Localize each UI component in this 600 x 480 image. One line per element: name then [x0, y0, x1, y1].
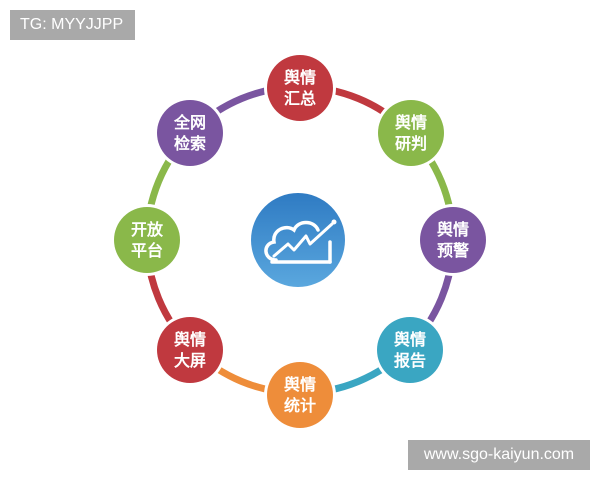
watermark-top: TG: MYYJJPP: [10, 10, 135, 40]
node-label-line1: 舆情: [394, 113, 427, 132]
node-opinion-stats[interactable]: 舆情 统计: [267, 362, 333, 428]
node-label-line2: 大屏: [173, 351, 206, 370]
node-label-line2: 统计: [283, 396, 316, 415]
node-opinion-judge[interactable]: 舆情 研判: [378, 100, 444, 166]
node-label-line1: 舆情: [283, 68, 316, 87]
node-opinion-report[interactable]: 舆情 报告: [377, 317, 443, 383]
node-opinion-summary[interactable]: 舆情 汇总: [267, 55, 333, 121]
watermark-bottom: www.sgo-kaiyun.com: [408, 440, 590, 470]
node-label-line2: 报告: [393, 351, 426, 370]
node-label-line2: 平台: [130, 241, 163, 260]
node-label-line1: 开放: [130, 220, 163, 239]
node-label-line1: 舆情: [283, 375, 316, 394]
node-open-platform[interactable]: 开放 平台: [114, 207, 180, 273]
node-label-line2: 研判: [394, 134, 427, 153]
node-full-web-search[interactable]: 全网 检索: [157, 100, 223, 166]
node-label-line2: 预警: [436, 241, 469, 260]
node-label-line1: 舆情: [436, 220, 469, 239]
cloud-chart-icon: [251, 193, 345, 287]
node-label-line1: 全网: [173, 113, 206, 132]
node-label-line1: 舆情: [173, 330, 206, 349]
node-opinion-screen[interactable]: 舆情 大屏: [157, 317, 223, 383]
node-label-line1: 舆情: [393, 330, 426, 349]
node-opinion-warning[interactable]: 舆情 预警: [420, 207, 486, 273]
node-label-line2: 汇总: [283, 89, 316, 108]
node-label-line2: 检索: [173, 134, 206, 153]
